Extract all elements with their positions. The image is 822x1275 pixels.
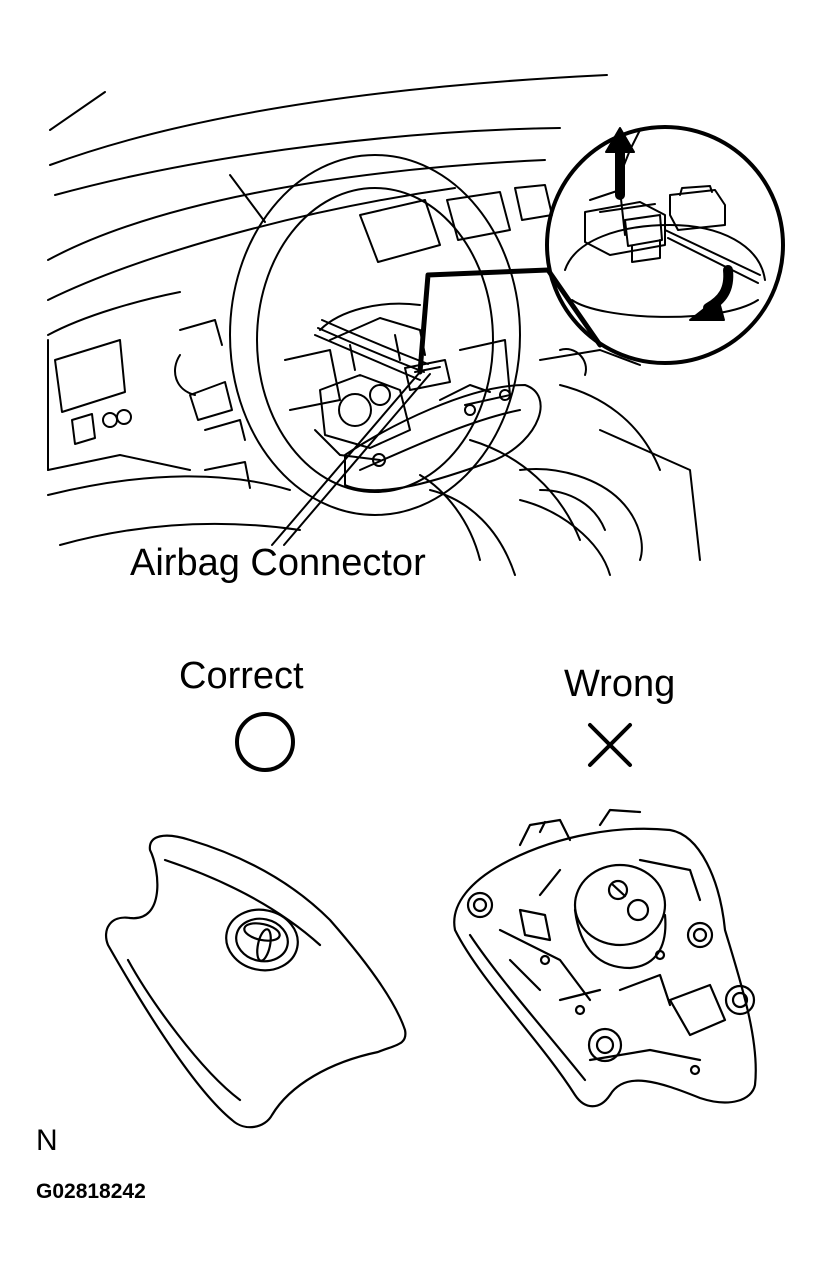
dashboard-illustration xyxy=(48,75,783,575)
figure-code: G02818242 xyxy=(36,1180,146,1203)
correct-label: Correct xyxy=(179,655,304,697)
correct-circle-icon xyxy=(237,714,293,770)
airbag-pad-back-wrong xyxy=(454,810,756,1106)
corner-letter: N xyxy=(36,1124,58,1157)
wrong-cross-icon xyxy=(590,725,630,765)
wrong-label: Wrong xyxy=(564,663,676,705)
airbag-pad-front-correct xyxy=(106,836,405,1127)
airbag-connector-label: Airbag Connector xyxy=(130,542,426,584)
